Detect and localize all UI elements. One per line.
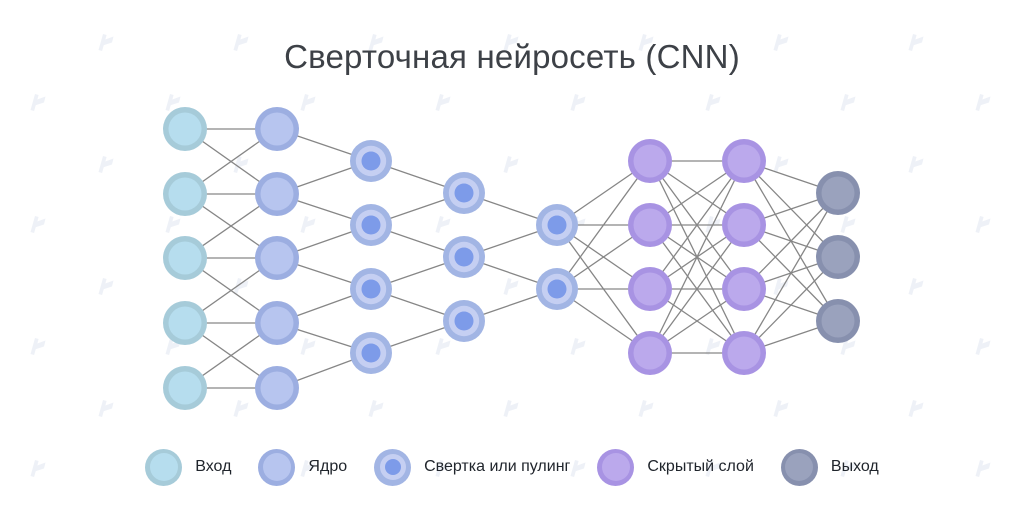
hidden-layer-1-node [628, 139, 672, 183]
hidden-layer-1-node [628, 203, 672, 247]
conv-pool-1-node [350, 140, 392, 182]
hidden-layer-1-node [628, 267, 672, 311]
input-layer-node [163, 301, 207, 345]
legend-item-kernel: Ядро [258, 448, 348, 486]
connection-edge [649, 224, 745, 354]
conv-pool-2-node [443, 236, 485, 278]
kernel-layer-node [255, 366, 299, 410]
output-layer-node [816, 299, 860, 343]
legend-item-input: Вход [145, 448, 232, 486]
conv-pool-2-node [443, 300, 485, 342]
conv-pool-1-node [350, 268, 392, 310]
input-node-icon [145, 448, 183, 486]
legend-item-output: Выход [780, 448, 879, 486]
input-layer-node [163, 366, 207, 410]
connection-edge [743, 256, 839, 354]
connection-edge [649, 160, 745, 290]
hidden-layer-1-node [628, 331, 672, 375]
connection-edge [649, 160, 745, 354]
conv-pool-node-icon [374, 448, 412, 486]
kernel-node-icon [258, 448, 296, 486]
connection-edge [743, 192, 839, 290]
hidden-layer-2-node [722, 139, 766, 183]
legend-item-conv-pool: Свертка или пулинг [374, 448, 571, 486]
legend-item-hidden: Скрытый слой [597, 448, 754, 486]
hidden-node-icon [597, 448, 635, 486]
hidden-layer-2-node [722, 331, 766, 375]
legend-label-conv-pool: Свертка или пулинг [424, 458, 571, 475]
kernel-layer-node [255, 172, 299, 216]
legend-label-hidden: Скрытый слой [647, 458, 754, 475]
legend-label-output: Выход [830, 458, 879, 475]
output-layer-node [816, 235, 860, 279]
output-node-icon [780, 448, 818, 486]
conv-pool-3-node [536, 268, 578, 310]
kernel-layer-node [255, 107, 299, 151]
legend-label-kernel: Ядро [308, 458, 348, 475]
page-title: Сверточная нейросеть (CNN) [284, 38, 740, 75]
output-layer-node [816, 171, 860, 215]
legend: Вход Ядро Свертка или пулинг Скрытый сло… [0, 448, 1024, 486]
kernel-layer-node [255, 236, 299, 280]
input-layer-node [163, 172, 207, 216]
conv-pool-1-node [350, 332, 392, 374]
conv-pool-3-node [536, 204, 578, 246]
conv-pool-2-node [443, 172, 485, 214]
legend-label-input: Вход [195, 458, 232, 475]
connection-edge [743, 192, 839, 354]
connection-edge [556, 160, 651, 290]
input-layer-node [163, 107, 207, 151]
conv-pool-1-node [350, 204, 392, 246]
hidden-layer-2-node [722, 203, 766, 247]
kernel-layer-node [255, 301, 299, 345]
hidden-layer-2-node [722, 267, 766, 311]
input-layer-node [163, 236, 207, 280]
